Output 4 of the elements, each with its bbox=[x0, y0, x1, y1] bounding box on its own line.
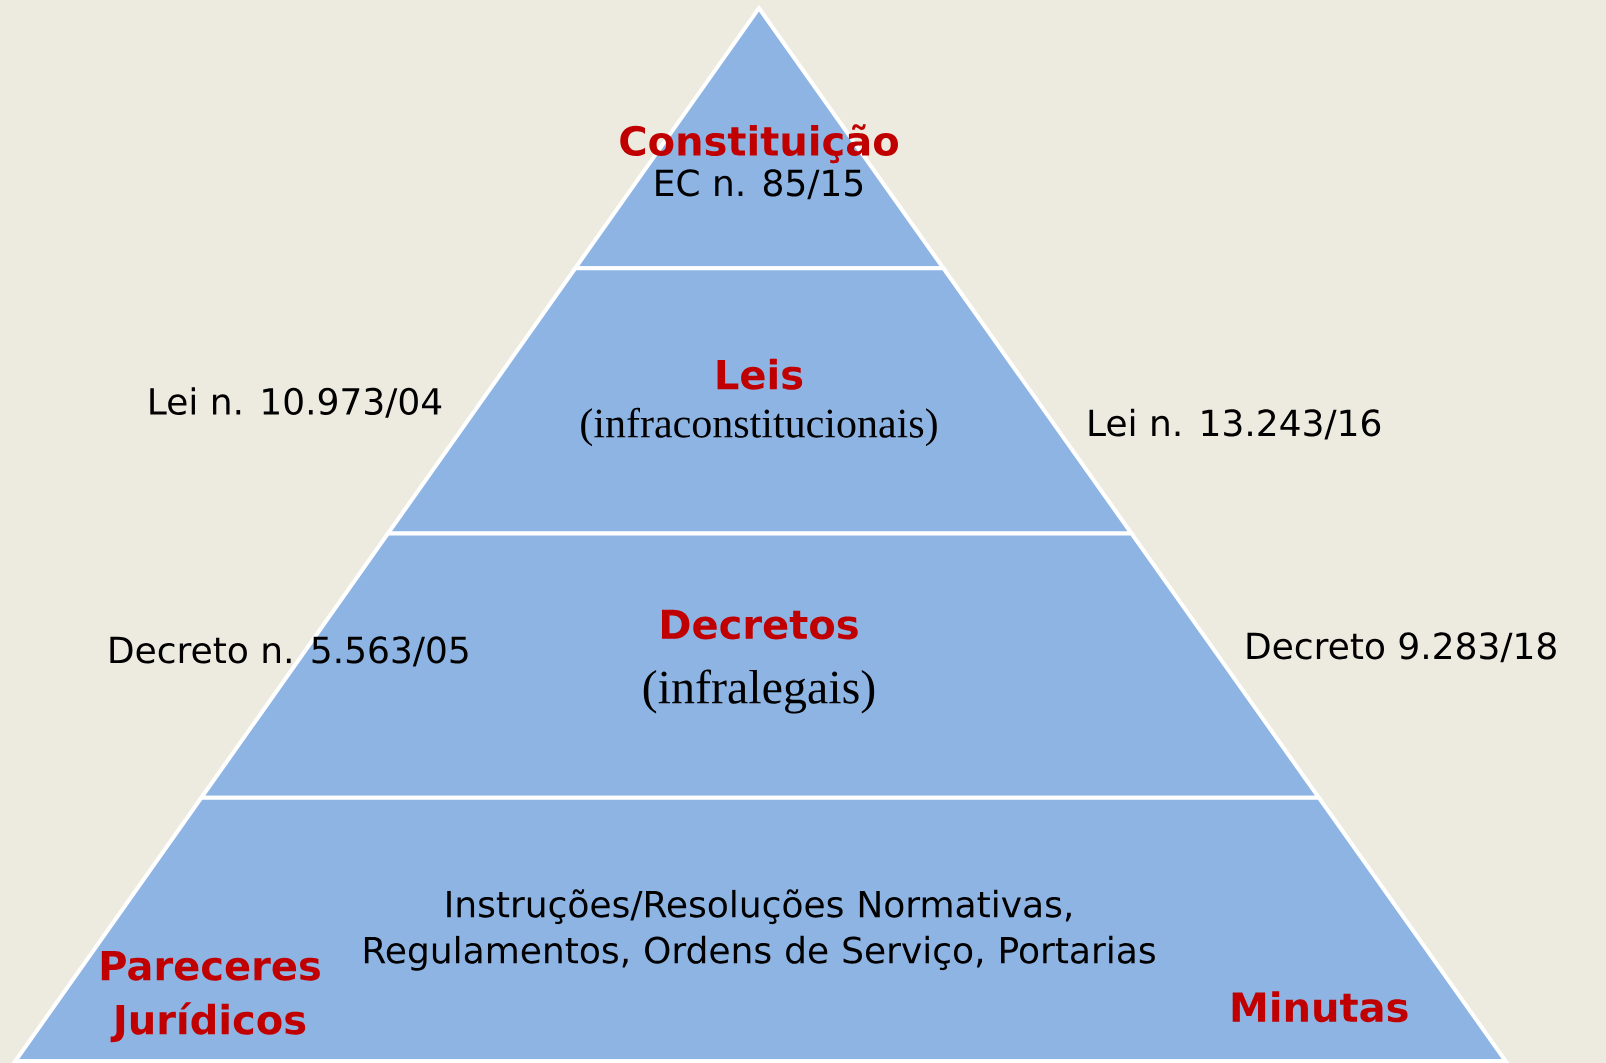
law-reference: Decreto n. 5.563/05 bbox=[110, 636, 468, 667]
category-label: Minutas bbox=[1232, 991, 1408, 1023]
law-reference: Decreto 9.283/18 bbox=[1247, 632, 1556, 663]
category-label: Pareceres Jurídicos bbox=[101, 951, 320, 1043]
